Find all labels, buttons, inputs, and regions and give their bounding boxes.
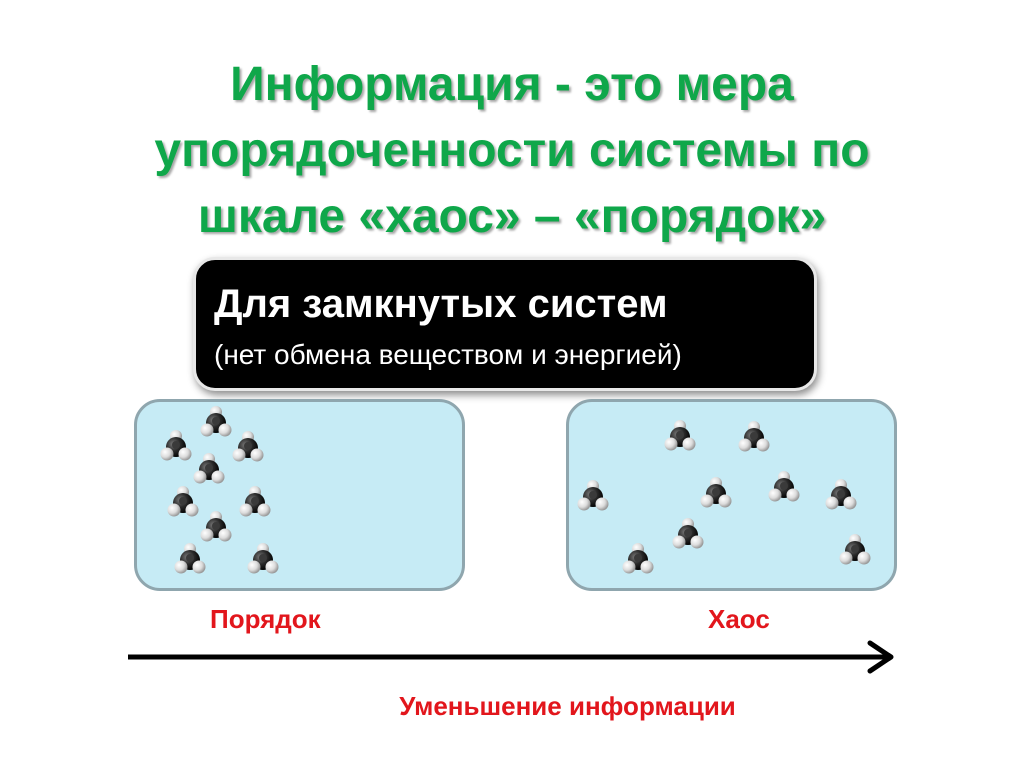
molecule-icon [200, 406, 232, 437]
molecule-icon [247, 543, 279, 574]
arrow-caption: Уменьшение информации [399, 691, 736, 721]
molecule-icon [700, 477, 732, 508]
order-label: Порядок [210, 604, 321, 634]
molecule-icon [577, 480, 609, 511]
molecule-icon [167, 486, 199, 517]
page-title: Информация - это мера упорядоченности си… [40, 52, 984, 250]
molecule-icon [768, 471, 800, 502]
molecule-icon [232, 431, 264, 462]
molecule-icon [672, 518, 704, 549]
molecule-icon [174, 543, 206, 574]
title-line-1: Информация - это мера [230, 58, 794, 111]
molecule-icon [738, 421, 770, 452]
callout-heading: Для замкнутых систем [214, 282, 668, 326]
molecule-icon [200, 511, 232, 542]
molecule-icon [160, 430, 192, 461]
molecule-icon [825, 479, 857, 510]
molecule-icon [239, 486, 271, 517]
molecule-icon [622, 543, 654, 574]
title-line-2: упорядоченности системы по [154, 124, 870, 177]
molecule-icon [664, 420, 696, 451]
closed-systems-callout: Для замкнутых систем (нет обмена веществ… [193, 257, 817, 391]
molecule-icon [193, 453, 225, 484]
callout-note: (нет обмена веществом и энергией) [214, 339, 682, 370]
title-line-3: шкале «хаос» – «порядок» [197, 190, 827, 243]
arrow-right-icon [128, 640, 894, 674]
chaos-label: Хаос [708, 604, 770, 634]
molecule-icon [839, 534, 871, 565]
